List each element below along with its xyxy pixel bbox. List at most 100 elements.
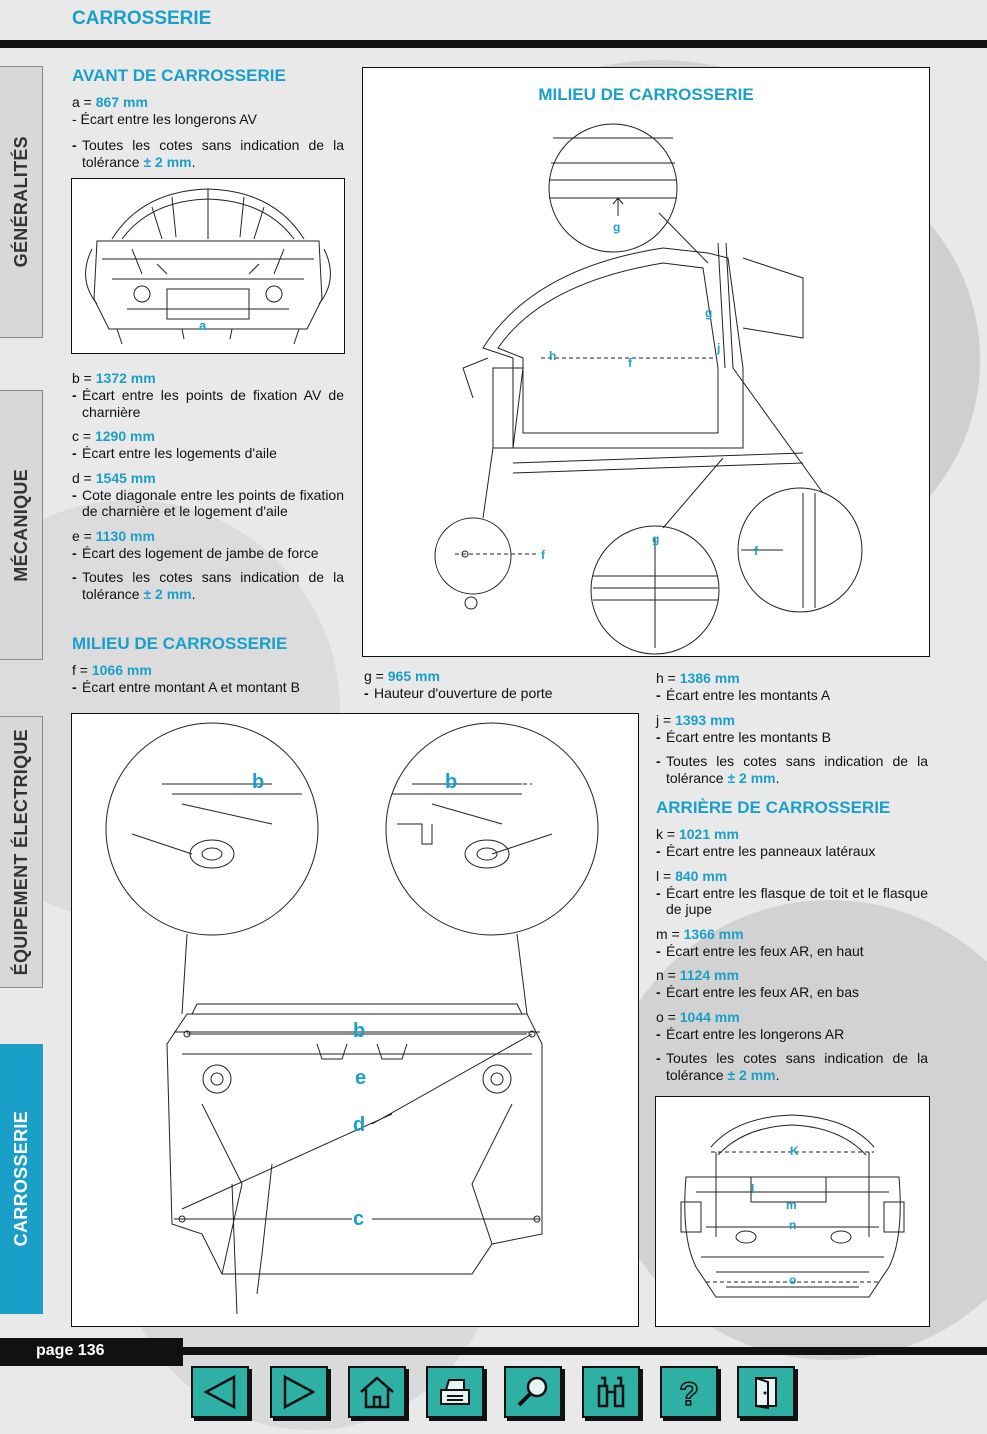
tab-carrosserie[interactable]: CARROSSERIE bbox=[0, 1044, 43, 1314]
dimension-label-g3: g bbox=[652, 532, 660, 546]
spec-value: 1066 mm bbox=[91, 662, 152, 678]
tolerance-value: ± 2 mm bbox=[727, 1066, 776, 1083]
spec-desc: Écart entre les longerons AR bbox=[666, 1025, 845, 1042]
note-text: Toutes les cotes sans indication de la t… bbox=[82, 137, 344, 170]
spec-key: j = bbox=[656, 711, 676, 728]
dimension-label-k: K bbox=[790, 1144, 799, 1158]
spec-value: 1044 mm bbox=[679, 1008, 740, 1025]
spec-key: g = bbox=[364, 668, 388, 684]
side-body-drawing bbox=[434, 123, 863, 655]
spec-value: 1393 mm bbox=[675, 711, 736, 728]
search-button[interactable] bbox=[504, 1366, 562, 1418]
help-icon: ? bbox=[678, 1375, 699, 1410]
spec-key: m = bbox=[656, 925, 684, 942]
note-end: . bbox=[775, 1066, 780, 1083]
tolerance-value: ± 2 mm bbox=[143, 153, 192, 170]
tab-label: CARROSSERIE bbox=[10, 1111, 31, 1247]
spec-desc: Écart entre montant A et montant B bbox=[82, 679, 300, 695]
tolerance-note-avant: -Toutes les cotes sans indication de la … bbox=[72, 137, 344, 170]
spec-key: a = bbox=[72, 94, 96, 110]
dimension-label-n: n bbox=[789, 1218, 797, 1232]
spec-key: o = bbox=[656, 1008, 680, 1025]
dimension-label-d: d bbox=[353, 1114, 366, 1136]
dimension-label-m: m bbox=[786, 1198, 797, 1212]
dimension-label-f2: f bbox=[541, 548, 545, 562]
dimension-label-h: h bbox=[549, 349, 557, 363]
note-text: Toutes les cotes sans indication de la t… bbox=[666, 753, 928, 786]
page-header-title: CARROSSERIE bbox=[72, 8, 212, 29]
spec-desc: Écart des logement de jambe de force bbox=[82, 544, 319, 561]
next-icon bbox=[283, 1374, 316, 1410]
home-button[interactable] bbox=[348, 1366, 406, 1418]
dimension-label-e: e bbox=[355, 1067, 367, 1089]
spec-desc: Écart entre les feux AR, en bas bbox=[666, 984, 859, 1000]
dimension-label-f3: f bbox=[754, 544, 758, 558]
tolerance-value: ± 2 mm bbox=[727, 769, 776, 786]
spec-value: 867 mm bbox=[95, 94, 148, 110]
diagram-avant: a bbox=[71, 178, 345, 354]
spec-key: d = bbox=[72, 469, 96, 486]
spec-value: 840 mm bbox=[675, 867, 728, 884]
spec-value: 1372 mm bbox=[95, 370, 156, 386]
diagram-underbody: b b b e d c bbox=[71, 713, 639, 1327]
print-button[interactable] bbox=[426, 1366, 484, 1418]
dimension-label-a: a bbox=[199, 318, 207, 333]
print-icon bbox=[440, 1379, 470, 1405]
note-end: . bbox=[191, 153, 196, 170]
spec-desc: Hauteur d'ouverture de porte bbox=[374, 685, 553, 701]
spec-value: 1545 mm bbox=[95, 469, 156, 486]
tab-generalites[interactable]: GÉNÉRALITÉS bbox=[0, 66, 43, 338]
dimension-label-g: g bbox=[613, 220, 621, 234]
spec-key: h = bbox=[656, 670, 680, 686]
spec-value: 1021 mm bbox=[678, 826, 739, 842]
tab-label: GÉNÉRALITÉS bbox=[10, 136, 31, 268]
spec-a: a = 867 mm - Écart entre les longerons A… bbox=[72, 94, 344, 128]
diagram-milieu: MILIEU DE CARROSSERIE g g h f j bbox=[362, 67, 930, 657]
spec-key: f = bbox=[72, 662, 92, 678]
footer-bar bbox=[183, 1347, 987, 1355]
search-icon bbox=[517, 1376, 548, 1407]
spec-value: 1386 mm bbox=[679, 670, 740, 686]
page-number: page 136 bbox=[36, 1342, 105, 1359]
dimension-label-g2: g bbox=[705, 306, 713, 320]
dimension-label-b2: b bbox=[445, 771, 458, 793]
spec-desc: Cote diagonale entre les points de fixat… bbox=[82, 486, 344, 520]
spec-f: f = 1066 mm -Écart entre montant A et mo… bbox=[72, 662, 344, 696]
prev-icon bbox=[203, 1374, 236, 1410]
help-button[interactable]: ? bbox=[660, 1366, 718, 1418]
exit-button[interactable] bbox=[737, 1366, 795, 1418]
spec-g: g = 965 mm -Hauteur d'ouverture de porte bbox=[364, 668, 644, 702]
spec-value: 1366 mm bbox=[683, 925, 744, 942]
spec-value: 1290 mm bbox=[94, 428, 155, 444]
tab-mecanique[interactable]: MÉCANIQUE bbox=[0, 390, 43, 660]
spec-list-right: h = 1386 mm -Écart entre les montants A … bbox=[656, 670, 928, 1083]
prev-button[interactable] bbox=[191, 1366, 249, 1418]
svg-text:?: ? bbox=[679, 1376, 699, 1410]
spec-key: k = bbox=[656, 826, 679, 842]
next-button[interactable] bbox=[270, 1366, 328, 1418]
dimension-label-c: c bbox=[353, 1208, 365, 1230]
section-title-avant: AVANT DE CARROSSERIE bbox=[72, 66, 286, 85]
binoculars-button[interactable] bbox=[582, 1366, 640, 1418]
spec-desc: Écart entre les montants B bbox=[666, 728, 831, 745]
dimension-label-l: l bbox=[751, 1182, 755, 1196]
spec-desc: Écart entre les logements d'aile bbox=[82, 445, 277, 461]
spec-value: 1124 mm bbox=[679, 967, 739, 983]
spec-value: 965 mm bbox=[387, 668, 440, 684]
tolerance-value: ± 2 mm bbox=[143, 585, 192, 602]
note-text: Toutes les cotes sans indication de la t… bbox=[666, 1050, 928, 1083]
section-title-milieu: MILIEU DE CARROSSERIE bbox=[72, 634, 288, 653]
spec-key: l = bbox=[656, 867, 676, 884]
spec-value: 1130 mm bbox=[95, 527, 155, 544]
home-icon bbox=[360, 1376, 394, 1409]
spec-key: b = bbox=[72, 370, 96, 386]
tab-equipement-electrique[interactable]: ÉQUIPEMENT ÉLECTRIQUE bbox=[0, 716, 43, 988]
dimension-label-f: f bbox=[628, 356, 632, 370]
note-text: Toutes les cotes sans indication de la t… bbox=[82, 569, 344, 602]
dimension-label-b: b bbox=[252, 771, 265, 793]
spec-desc: Écart entre les feux AR, en haut bbox=[666, 942, 864, 959]
underbody-drawing bbox=[105, 722, 599, 1315]
spec-desc: Écart entre les flasque de toit et le fl… bbox=[666, 884, 928, 918]
section-title-arriere: ARRIÈRE DE CARROSSERIE bbox=[656, 798, 891, 817]
dimension-label-b3: b bbox=[353, 1020, 366, 1042]
